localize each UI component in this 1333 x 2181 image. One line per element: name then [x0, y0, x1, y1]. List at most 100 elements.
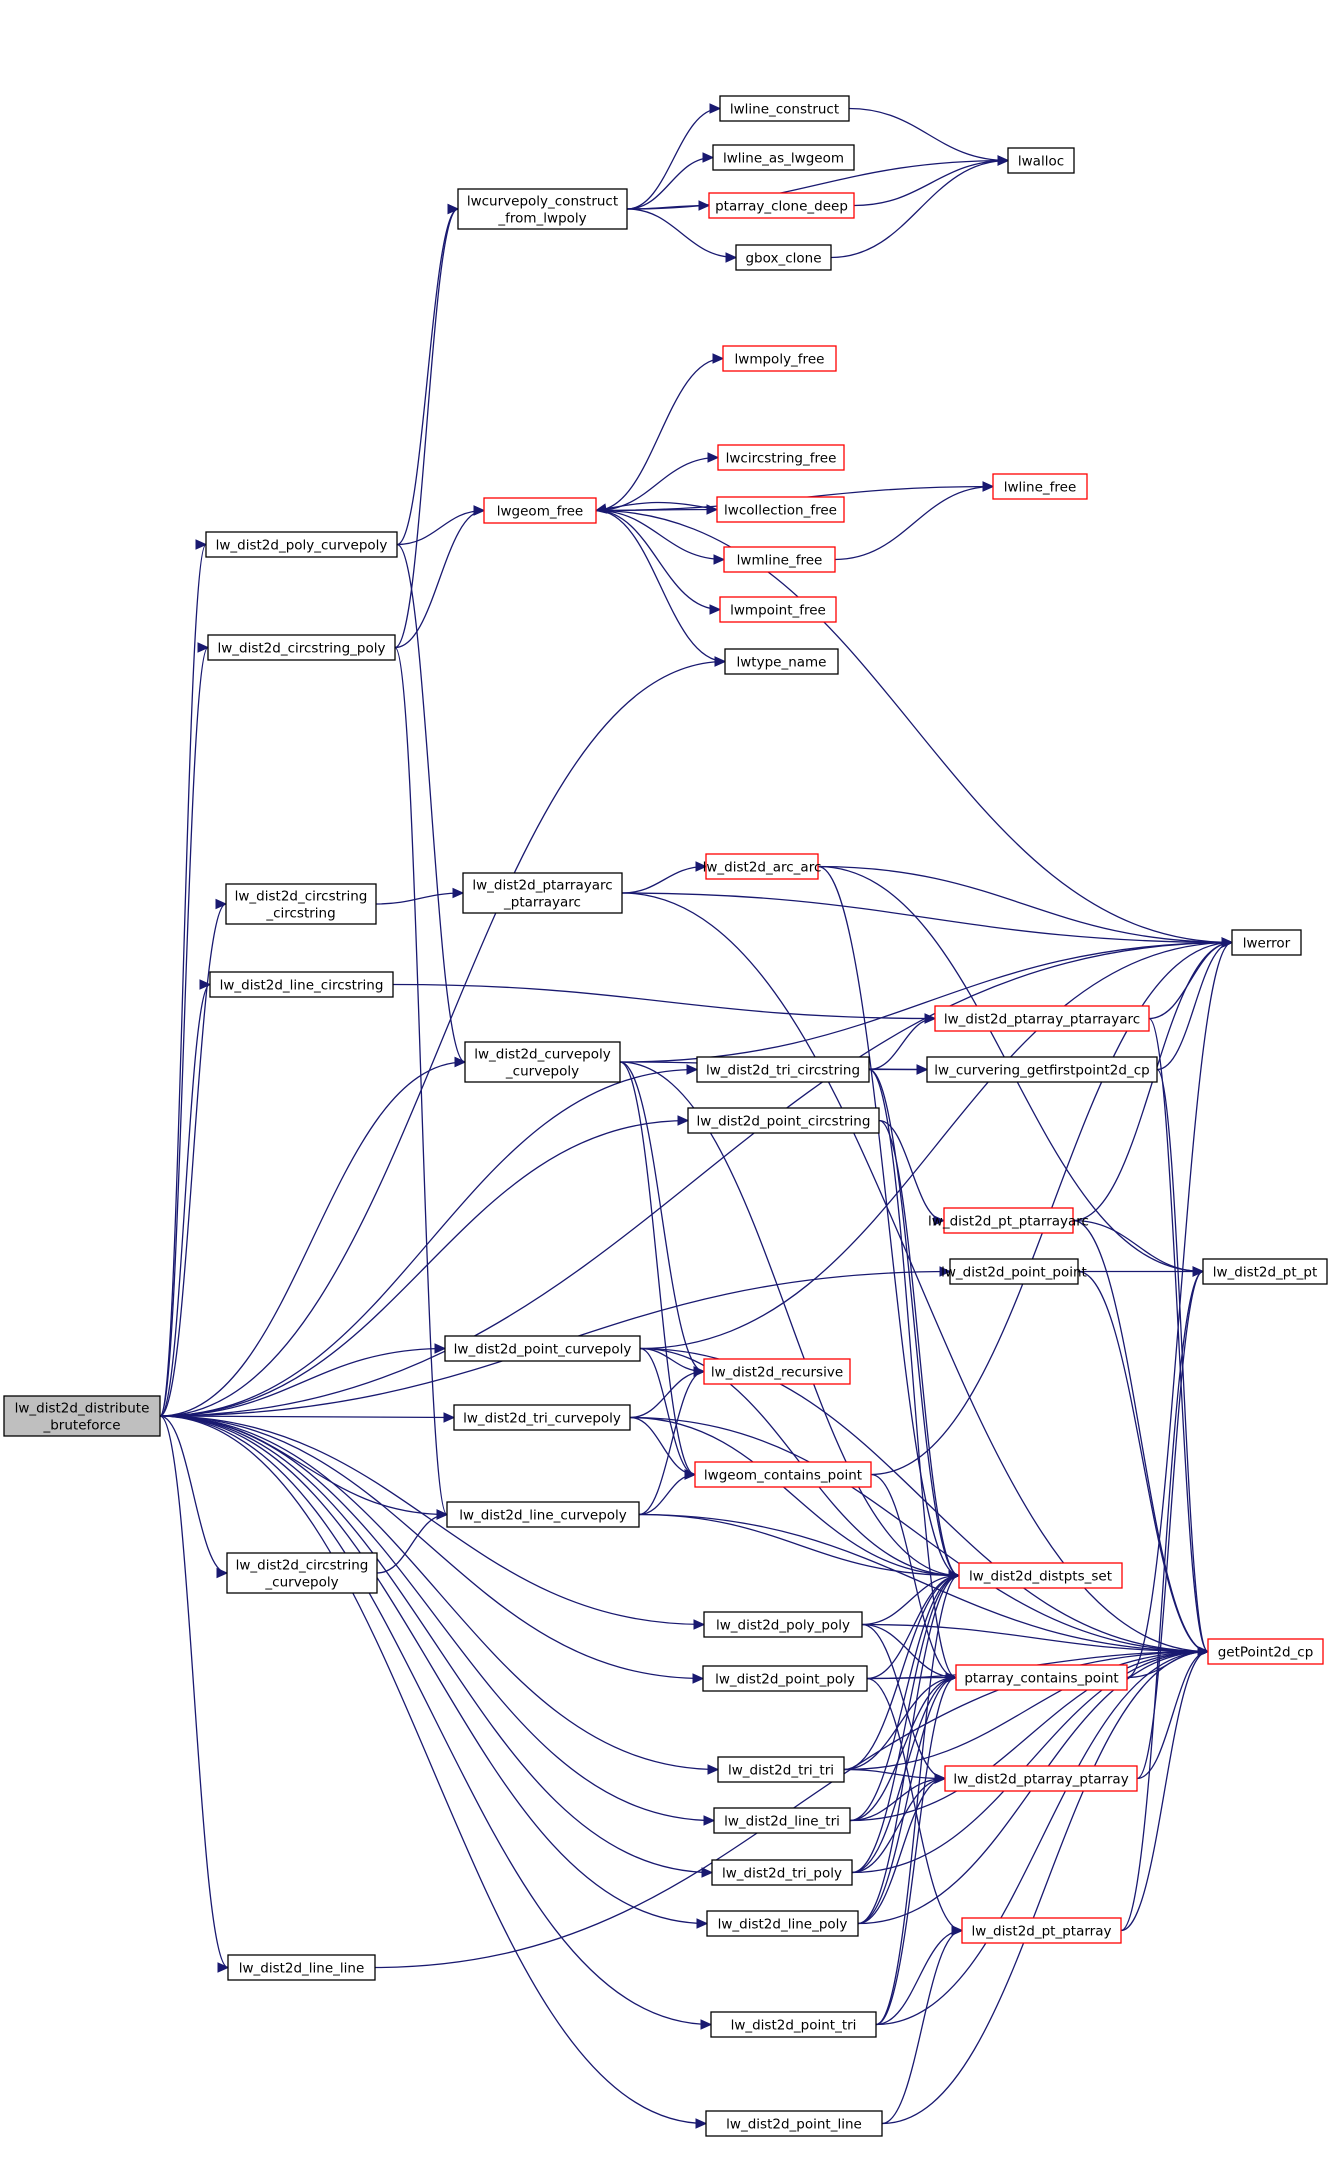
node-lw-curvering-getfirstpoint2d-cp[interactable]: lw_curvering_getfirstpoint2d_cp [926, 1056, 1158, 1083]
call-edge-root-to-lw_dist2d_point_line [159, 1415, 707, 2125]
node-lw-dist2d-tri-circstring[interactable]: lw_dist2d_tri_circstring [696, 1056, 870, 1083]
node-lw-dist2d-point-poly[interactable]: lw_dist2d_point_poly [702, 1665, 868, 1692]
node-lw-dist2d-tri-tri[interactable]: lw_dist2d_tri_tri [717, 1756, 845, 1783]
call-edge-lw_dist2d_tri_curvepoly-to-lw_dist2d_distpts_set [629, 1416, 960, 1577]
node-label: lw_dist2d_distpts_set [969, 1569, 1112, 1585]
node-lwcurvepoly-construct-from-lwpoly[interactable]: lwcurvepoly_construct_from_lwpoly [457, 188, 628, 230]
node-label: lwline_construct [730, 102, 839, 118]
node-label: lw_dist2d_point_point [941, 1265, 1087, 1281]
node-lw-dist2d-poly-poly[interactable]: lw_dist2d_poly_poly [703, 1611, 863, 1638]
arrowhead-icon [725, 252, 738, 263]
node-lw-dist2d-tri-curvepoly[interactable]: lw_dist2d_tri_curvepoly [453, 1404, 631, 1431]
node-lw-dist2d-line-poly[interactable]: lw_dist2d_line_poly [706, 1910, 859, 1937]
node-lw-dist2d-line-tri[interactable]: lw_dist2d_line_tri [713, 1807, 851, 1834]
arrowhead-icon [945, 1672, 958, 1683]
call-edge-lw_dist2d_tri_poly-to-lw_dist2d_distpts_set [851, 1574, 960, 1874]
node-lw-dist2d-circstring-curvepoly[interactable]: lw_dist2d_circstring_curvepoly [226, 1552, 378, 1594]
call-edge-lw_dist2d_point_point-to-getPoint2d_cp [1077, 1270, 1209, 1653]
node-lw-dist2d-curvepoly-curvepoly[interactable]: lw_dist2d_curvepoly_curvepoly [464, 1041, 621, 1083]
node-box [943, 1207, 1074, 1234]
node-label: lw_dist2d_tri_curvepoly [463, 1411, 621, 1427]
node-lw-dist2d-distpts-set[interactable]: lw_dist2d_distpts_set [958, 1562, 1123, 1589]
node-lw-dist2d-pt-pt[interactable]: lw_dist2d_pt_pt [1202, 1258, 1328, 1285]
node-box [3, 1395, 161, 1437]
call-edge-lw_dist2d_ptarray_ptarray-to-getPoint2d_cp [1136, 1650, 1209, 1780]
call-edge-lw_dist2d_point_tri-to-lw_dist2d_distpts_set [875, 1574, 960, 2026]
call-edge-lw_dist2d_line_tri-to-lw_dist2d_ptarray_ptarray [849, 1777, 946, 1822]
node-lw-dist2d-point-tri[interactable]: lw_dist2d_point_tri [710, 2011, 877, 2038]
node-lwcircstring-free[interactable]: lwcircstring_free [717, 444, 845, 471]
node-label: lw_curvering_getfirstpoint2d_cp [934, 1063, 1149, 1079]
node-lwerror[interactable]: lwerror [1231, 929, 1302, 956]
node-lw-dist2d-point-line[interactable]: lw_dist2d_point_line [705, 2110, 883, 2137]
call-edge-lw_dist2d_tri_circstring-to-lw_dist2d_ptarray_ptarrayarc [868, 1017, 936, 1071]
node-lwline-as-lwgeom[interactable]: lwline_as_lwgeom [712, 144, 855, 171]
call-edge-lw_dist2d_tri_curvepoly-to-getPoint2d_cp [629, 1416, 1209, 1653]
arrowhead-icon [701, 1867, 714, 1878]
node-lwmline-free[interactable]: lwmline_free [723, 546, 836, 573]
node-lwalloc[interactable]: lwalloc [1007, 147, 1075, 174]
call-edge-lw_dist2d_point_curvepoly-to-lwgeom_contains_point [639, 1347, 696, 1476]
node-ptarray-clone-deep[interactable]: ptarray_clone_deep [708, 192, 855, 219]
node-lw-dist2d-line-curvepoly[interactable]: lw_dist2d_line_curvepoly [446, 1501, 640, 1528]
call-edge-lw_dist2d_tri_circstring-to-lw_dist2d_distpts_set [868, 1068, 960, 1577]
arrowhead-icon [695, 2118, 708, 2129]
arrowhead-icon [452, 887, 465, 899]
node-label: lw_dist2d_poly_curvepoly [216, 538, 388, 554]
node-lw-dist2d-tri-poly[interactable]: lw_dist2d_tri_poly [711, 1859, 853, 1886]
node-ptarray-contains-point[interactable]: ptarray_contains_point [955, 1664, 1128, 1691]
arrowhead-icon [197, 642, 210, 653]
node-box [227, 1954, 376, 1981]
node-lw-dist2d-circstring-circstring[interactable]: lw_dist2d_circstring_circstring [225, 883, 377, 925]
node-box [226, 1552, 378, 1594]
node-lwline-construct[interactable]: lwline_construct [719, 95, 850, 122]
arrowhead-icon [217, 1962, 230, 1973]
call-edge-root-to-lw_dist2d_line_tri [159, 1415, 715, 1822]
node-lwcollection-free[interactable]: lwcollection_free [716, 496, 845, 523]
node-lw-dist2d-arc-arc[interactable]: lw_dist2d_arc_arc [703, 853, 822, 880]
node-lw-dist2d-ptarrayarc-ptarrayarc[interactable]: lw_dist2d_ptarrayarc_ptarrayarc [462, 872, 623, 914]
node-label: lw_dist2d_circstring [236, 1558, 369, 1574]
node-lw-dist2d-circstring-poly[interactable]: lw_dist2d_circstring_poly [207, 634, 396, 661]
node-lwline-free[interactable]: lwline_free [992, 473, 1088, 500]
node-lwmpoint-free[interactable]: lwmpoint_free [719, 596, 837, 623]
node-label: _from_lwpoly [497, 211, 586, 227]
node-label: gbox_clone [745, 251, 821, 267]
node-lwgeom-contains-point[interactable]: lwgeom_contains_point [694, 1461, 872, 1488]
node-lw-dist2d-ptarray-ptarrayarc[interactable]: lw_dist2d_ptarray_ptarrayarc [934, 1005, 1150, 1032]
node-label: lw_dist2d_tri_poly [722, 1866, 842, 1882]
node-label: lwgeom_contains_point [704, 1468, 862, 1484]
arrowhead-icon [199, 979, 212, 990]
node-lwmpoly-free[interactable]: lwmpoly_free [722, 345, 837, 372]
node-box [1202, 1258, 1328, 1285]
node-lw-dist2d-poly-curvepoly[interactable]: lw_dist2d_poly_curvepoly [205, 531, 398, 558]
node-lw-dist2d-pt-ptarrayarc[interactable]: lw_dist2d_pt_ptarrayarc [928, 1207, 1089, 1234]
node-box [719, 596, 837, 623]
node-lw-dist2d-point-point[interactable]: lw_dist2d_point_point [941, 1258, 1087, 1285]
node-label: ptarray_contains_point [964, 1671, 1118, 1687]
node-lw-dist2d-line-line[interactable]: lw_dist2d_line_line [227, 1954, 376, 1981]
call-edge-lw_dist2d_tri_poly-to-lw_dist2d_ptarray_ptarray [851, 1777, 946, 1874]
node-box [464, 1041, 621, 1083]
node-root[interactable]: lw_dist2d_distribute_bruteforce [3, 1395, 161, 1437]
node-box [708, 192, 855, 219]
arrowhead-icon [447, 203, 460, 215]
call-edge-lw_curvering_getfirstpoint2d_cp-to-lwerror [1156, 941, 1233, 1071]
node-box [702, 1665, 868, 1692]
node-lw-dist2d-ptarray-ptarray[interactable]: lw_dist2d_ptarray_ptarray [944, 1765, 1138, 1792]
node-label: _ptarrayarc [503, 895, 581, 911]
node-lwtype-name[interactable]: lwtype_name [724, 648, 839, 675]
node-gbox-clone[interactable]: gbox_clone [735, 244, 832, 271]
node-lwgeom-free[interactable]: lwgeom_free [483, 497, 597, 524]
arrowhead-icon [709, 103, 722, 114]
arrowhead-icon [692, 1673, 705, 1684]
node-getPoint2d-cp[interactable]: getPoint2d_cp [1207, 1638, 1324, 1665]
node-lw-dist2d-line-circstring[interactable]: lw_dist2d_line_circstring [209, 971, 394, 998]
node-lw-dist2d-point-circstring[interactable]: lw_dist2d_point_circstring [687, 1107, 880, 1134]
node-lw-dist2d-point-curvepoly[interactable]: lw_dist2d_point_curvepoly [444, 1335, 641, 1362]
node-lw-dist2d-recursive[interactable]: lw_dist2d_recursive [703, 1358, 851, 1385]
node-label: lwgeom_free [497, 504, 583, 520]
call-edge-lw_dist2d_line_tri-to-ptarray_contains_point [849, 1676, 957, 1822]
node-lw-dist2d-pt-ptarray[interactable]: lw_dist2d_pt_ptarray [961, 1917, 1122, 1944]
node-box [705, 853, 819, 880]
